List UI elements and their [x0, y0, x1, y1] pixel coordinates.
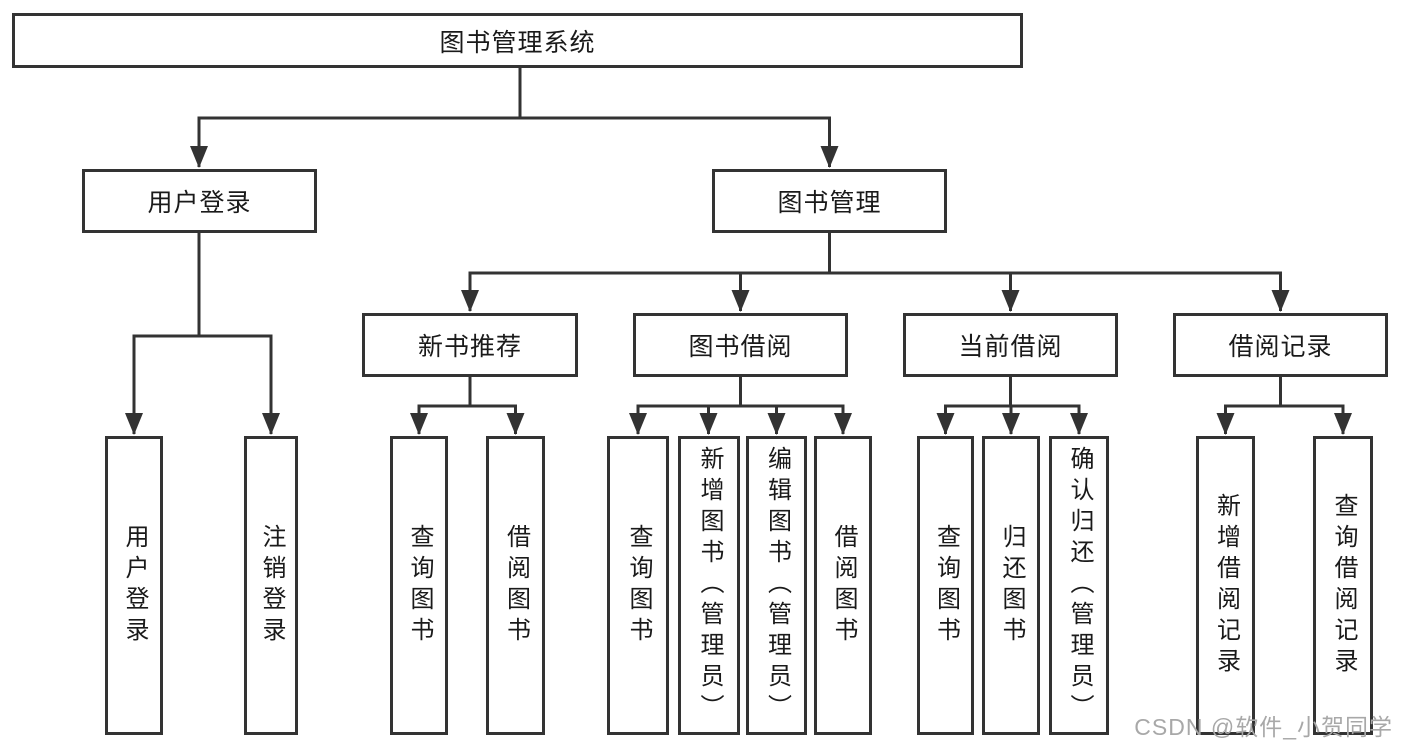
- leaf-edit-books-admin: 编辑图书（管理员）: [746, 436, 807, 735]
- node-label: 用户登录: [147, 189, 252, 217]
- node-label: 用户登录: [121, 523, 148, 648]
- node-label: 查询图书: [625, 523, 652, 648]
- leaf-confirm-return-admin: 确认归还（管理员）: [1049, 436, 1109, 735]
- node-borrowing-records: 借阅记录: [1173, 313, 1388, 377]
- leaf-query-books-current: 查询图书: [917, 436, 974, 735]
- leaf-user-login: 用户登录: [105, 436, 163, 735]
- leaf-query-borrow-record: 查询借阅记录: [1313, 436, 1373, 735]
- node-label: 归还图书: [998, 523, 1025, 648]
- node-label: 注销登录: [258, 523, 285, 648]
- node-label: 借阅记录: [1228, 333, 1333, 361]
- leaf-query-books-borrowing: 查询图书: [607, 436, 669, 735]
- node-label: 新增图书（管理员）: [696, 446, 723, 725]
- node-library-management-system: 图书管理系统: [12, 13, 1023, 68]
- node-current-borrowing: 当前借阅: [903, 313, 1118, 377]
- node-label: 图书管理系统: [439, 28, 596, 57]
- leaf-logout-login: 注销登录: [244, 436, 298, 735]
- leaf-add-books-admin: 新增图书（管理员）: [678, 436, 740, 735]
- csdn-watermark: CSDN @软件_小贺同学: [1134, 714, 1393, 740]
- node-label: 图书管理: [777, 189, 882, 217]
- node-label: 新增借阅记录: [1212, 492, 1240, 679]
- node-label: 查询借阅记录: [1330, 492, 1357, 679]
- node-label: 查询图书: [932, 523, 960, 648]
- leaf-borrow-books-borrowing: 借阅图书: [814, 436, 872, 735]
- node-label: 图书借阅: [688, 333, 793, 361]
- connector-rails: [132, 66, 1345, 408]
- leaf-borrow-books-recommend: 借阅图书: [486, 436, 545, 735]
- node-label: 借阅图书: [830, 523, 857, 648]
- node-label: 编辑图书（管理员）: [763, 446, 791, 725]
- leaf-add-borrow-record: 新增借阅记录: [1196, 436, 1255, 735]
- node-label: 新书推荐: [417, 333, 522, 361]
- node-book-management-branch: 图书管理: [712, 169, 947, 233]
- node-label: 当前借阅: [958, 333, 1063, 361]
- leaf-return-books: 归还图书: [982, 436, 1040, 735]
- connector-arrows: [125, 118, 1352, 435]
- node-new-book-recommendation: 新书推荐: [362, 313, 578, 377]
- node-book-borrowing: 图书借阅: [633, 313, 848, 377]
- leaf-query-books-recommend: 查询图书: [390, 436, 448, 735]
- node-user-login-branch: 用户登录: [82, 169, 317, 233]
- node-label: 借阅图书: [502, 523, 530, 648]
- node-label: 确认归还（管理员）: [1066, 446, 1093, 725]
- node-label: 查询图书: [406, 523, 433, 648]
